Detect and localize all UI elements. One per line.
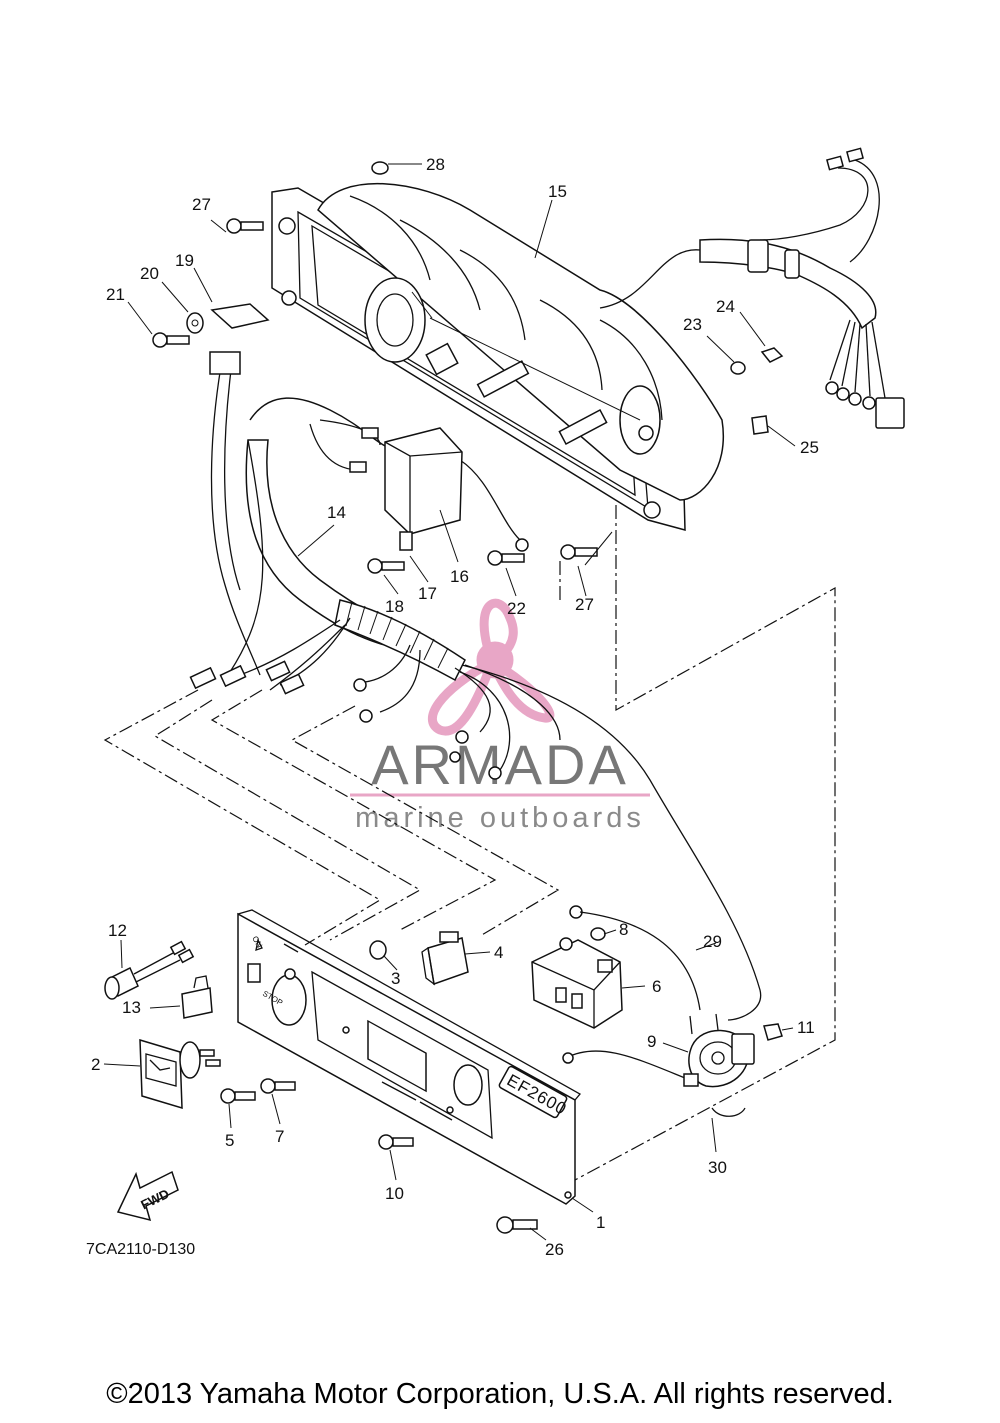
- upper-harness: [189, 147, 905, 1021]
- callout-1: 1: [596, 1213, 605, 1232]
- upper-small-parts: [152, 161, 784, 574]
- callout-17: 17: [418, 584, 437, 603]
- callout-16: 16: [450, 567, 469, 586]
- callout-9: 9: [647, 1032, 656, 1051]
- callout-7: 7: [275, 1127, 284, 1146]
- callout-24: 24: [716, 297, 735, 316]
- watermark-tagline: marine outboards: [355, 802, 645, 834]
- front-panel: ON STOP EF2600: [237, 909, 581, 1205]
- reference-lines: [103, 317, 836, 1181]
- callout-22: 22: [507, 599, 526, 618]
- harness-tape: [334, 599, 466, 682]
- watermark: ARMADA marine outboards: [350, 598, 650, 834]
- callout-15: 15: [548, 182, 567, 201]
- watermark-name: ARMADA: [371, 733, 629, 796]
- callout-18: 18: [385, 597, 404, 616]
- copyright-notice: ©2013 Yamaha Motor Corporation, U.S.A. A…: [106, 1378, 894, 1410]
- fwd-arrow: FWD: [116, 1170, 179, 1222]
- callout-12: 12: [108, 921, 127, 940]
- callout-5: 5: [225, 1131, 234, 1150]
- callout-13: 13: [122, 998, 141, 1017]
- leader-lines: [103, 163, 796, 1241]
- callout-6: 6: [652, 977, 661, 996]
- callout-27-top: 27: [192, 195, 211, 214]
- callout-2: 2: [91, 1055, 100, 1074]
- callout-20: 20: [140, 264, 159, 283]
- callout-28: 28: [426, 155, 445, 174]
- callouts: 1 2 3 4 5 6 7 8 9 10 11 12 13 14 15 16 1…: [91, 155, 819, 1259]
- callout-10: 10: [385, 1184, 404, 1203]
- callout-19: 19: [175, 251, 194, 270]
- callout-3: 3: [391, 969, 400, 988]
- diagram-code: 7CA2110-D130: [86, 1241, 195, 1258]
- callout-27-bottom: 27: [575, 595, 594, 614]
- callout-23: 23: [683, 315, 702, 334]
- callout-30: 30: [708, 1158, 727, 1177]
- callout-11: 11: [797, 1018, 815, 1037]
- callout-29: 29: [703, 932, 722, 951]
- callout-26: 26: [545, 1240, 564, 1259]
- callout-21: 21: [106, 285, 125, 304]
- lower-components: [104, 905, 783, 1234]
- callout-8: 8: [619, 920, 628, 939]
- panel-housing: [271, 183, 725, 531]
- callout-4: 4: [494, 943, 503, 962]
- callout-25: 25: [800, 438, 819, 457]
- callout-14: 14: [327, 503, 346, 522]
